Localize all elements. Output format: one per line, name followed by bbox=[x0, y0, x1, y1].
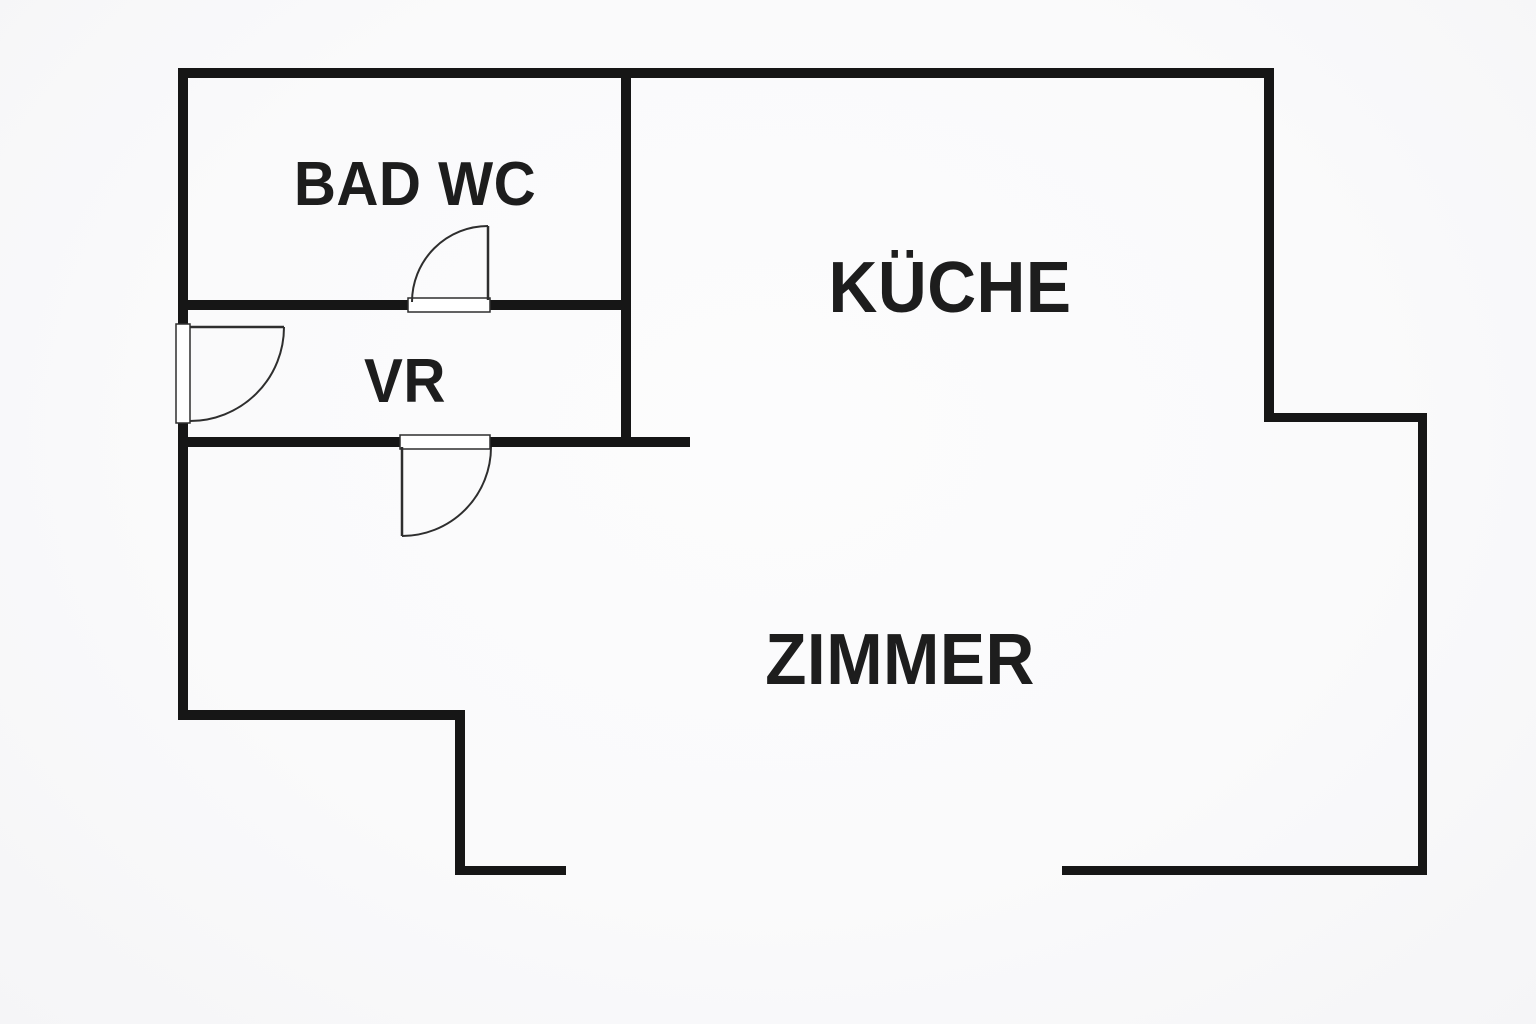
badwc-door-swing-arc bbox=[411, 225, 489, 303]
entry-door-swing-arc bbox=[189, 326, 285, 422]
wall-kueche-divider bbox=[621, 68, 631, 447]
room-label-vr: VR bbox=[364, 347, 446, 416]
wall-outer-bottom-right bbox=[1062, 866, 1427, 875]
zimmer-door-opening bbox=[399, 434, 491, 450]
wall-badwc-vr-wall bbox=[178, 300, 631, 310]
entry-door-opening bbox=[175, 323, 191, 424]
badwc-door-opening bbox=[407, 297, 491, 313]
wall-outer-right bbox=[1418, 413, 1427, 875]
wall-step-left-vert bbox=[455, 710, 465, 875]
wall-step-right-top bbox=[1264, 413, 1427, 422]
wall-outer-bottom-left bbox=[455, 866, 566, 875]
room-label-zimmer: ZIMMER bbox=[765, 620, 1035, 700]
room-label-kueche: KÜCHE bbox=[828, 248, 1072, 328]
room-label-bad-wc: BAD WC bbox=[293, 150, 537, 219]
zimmer-door-swing-arc bbox=[401, 446, 492, 537]
wall-kueche-right-wall bbox=[1264, 68, 1274, 422]
wall-step-left-top bbox=[178, 710, 465, 720]
wall-outer-top bbox=[178, 68, 1274, 78]
